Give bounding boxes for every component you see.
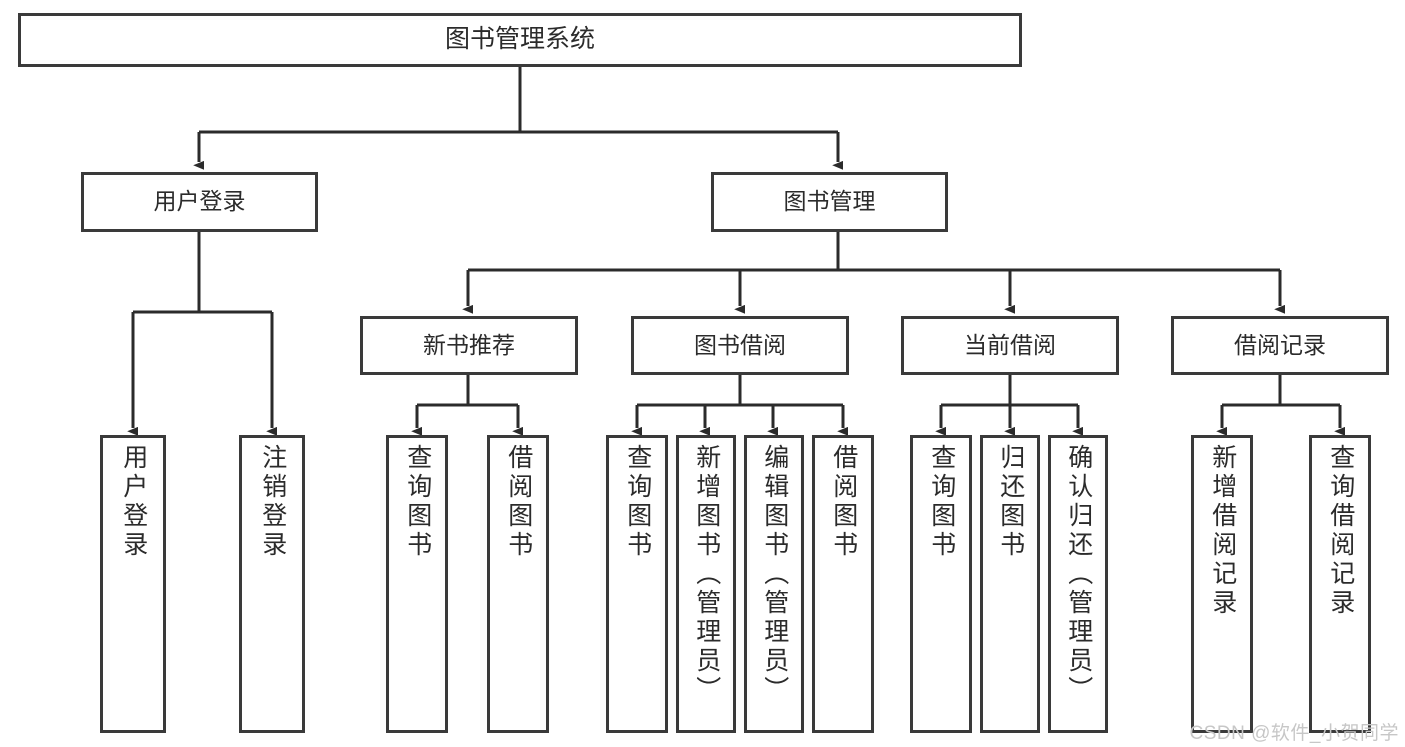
leaf-borrow-record-add[interactable]: 新增借阅记录 (1191, 435, 1253, 733)
leaf-book-borrow-add[interactable]: 新增图书（管理员） (676, 435, 736, 733)
node-root[interactable]: 图书管理系统 (18, 13, 1022, 67)
node-borrow-record-label: 借阅记录 (1234, 331, 1326, 358)
node-new-book-recommend[interactable]: 新书推荐 (360, 316, 578, 375)
leaf-new-book-borrow[interactable]: 借阅图书 (487, 435, 549, 733)
leaf-label: 归还图书 (996, 444, 1025, 560)
node-book-borrow[interactable]: 图书借阅 (631, 316, 849, 375)
leaf-label: 确认归还（管理员） (1064, 444, 1093, 705)
leaf-borrow-record-query[interactable]: 查询借阅记录 (1309, 435, 1371, 733)
node-user-login-label: 用户登录 (153, 188, 246, 215)
leaf-current-borrow-confirm[interactable]: 确认归还（管理员） (1048, 435, 1108, 733)
leaf-label: 用户登录 (119, 444, 148, 560)
leaf-label: 查询图书 (927, 444, 956, 560)
leaf-book-borrow-query[interactable]: 查询图书 (606, 435, 668, 733)
watermark: CSDN @软件_小贺同学 (1189, 723, 1399, 744)
node-new-book-recommend-label: 新书推荐 (423, 331, 515, 358)
leaf-label: 注销登录 (258, 444, 287, 560)
leaf-label: 新增借阅记录 (1208, 444, 1237, 618)
node-root-label: 图书管理系统 (444, 25, 595, 54)
leaf-label: 查询图书 (623, 444, 652, 560)
node-book-management-label: 图书管理 (783, 188, 876, 215)
leaf-label: 查询图书 (403, 444, 432, 560)
leaf-label: 新增图书（管理员） (692, 444, 721, 705)
leaf-user-login-signin[interactable]: 用户登录 (100, 435, 166, 733)
leaf-label: 借阅图书 (829, 444, 858, 560)
leaf-book-borrow-lend[interactable]: 借阅图书 (812, 435, 874, 733)
node-user-login[interactable]: 用户登录 (81, 172, 318, 232)
leaf-book-borrow-edit[interactable]: 编辑图书（管理员） (744, 435, 804, 733)
node-current-borrow[interactable]: 当前借阅 (901, 316, 1119, 375)
leaf-label: 编辑图书（管理员） (760, 444, 789, 705)
leaf-label: 借阅图书 (504, 444, 533, 560)
leaf-current-borrow-return[interactable]: 归还图书 (980, 435, 1040, 733)
node-book-borrow-label: 图书借阅 (694, 331, 786, 358)
node-borrow-record[interactable]: 借阅记录 (1171, 316, 1389, 375)
node-current-borrow-label: 当前借阅 (964, 331, 1056, 358)
node-book-management[interactable]: 图书管理 (711, 172, 948, 232)
leaf-new-book-query[interactable]: 查询图书 (386, 435, 448, 733)
leaf-label: 查询借阅记录 (1326, 444, 1355, 618)
leaf-user-login-signout[interactable]: 注销登录 (239, 435, 305, 733)
leaf-current-borrow-query[interactable]: 查询图书 (910, 435, 972, 733)
